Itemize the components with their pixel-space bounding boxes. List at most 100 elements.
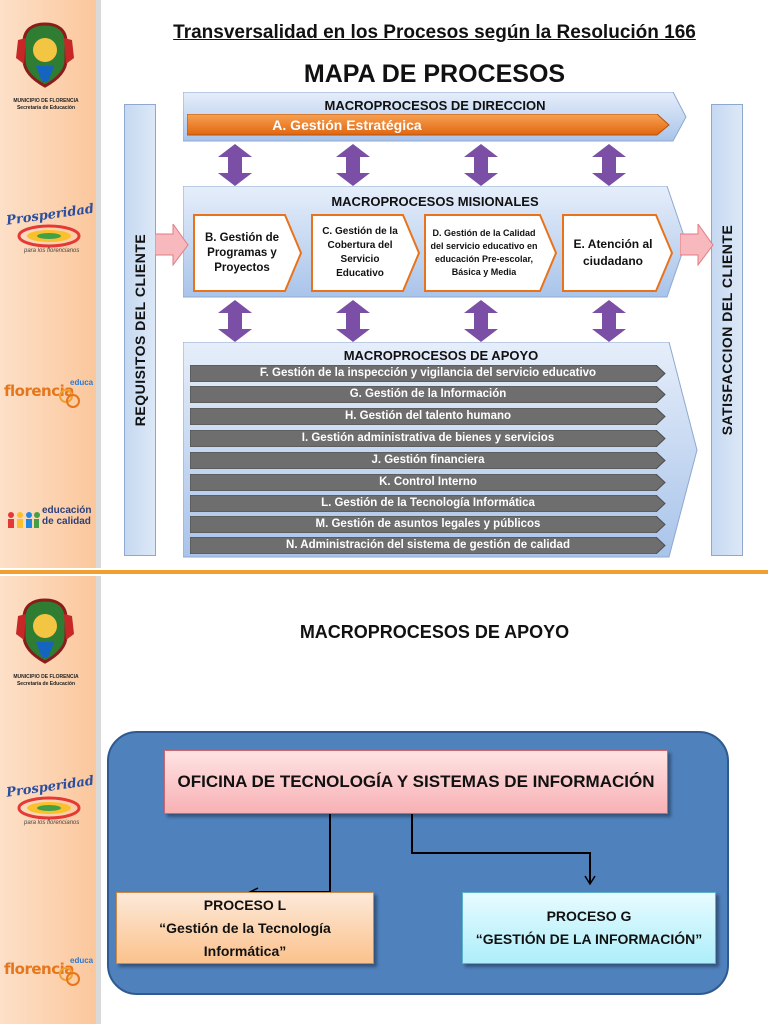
support-process-n-bar	[190, 537, 666, 554]
support-process-f: F. Gestión de la inspección y vigilancia…	[190, 365, 666, 382]
double-arrow-icon	[218, 300, 252, 342]
it-office-label: OFICINA DE TECNOLOGÍA Y SISTEMAS DE INFO…	[177, 772, 655, 791]
process-g-box: PROCESO G “GESTIÓN DE LA INFORMACIÓN”	[462, 892, 716, 964]
support-process-i-label: I. Gestión administrativa de bienes y se…	[301, 432, 555, 444]
educacion-figures-icon	[8, 512, 40, 528]
educacion-logo-line1: educación	[42, 505, 92, 516]
support-process-m: M. Gestión de asuntos legales y públicos	[190, 516, 666, 533]
support-detail-title: MACROPROCESOS DE APOYO	[299, 622, 570, 642]
double-arrow-icon	[464, 144, 498, 186]
crest-caption-secretaria: Secretaría de Educación	[16, 681, 76, 687]
crest-caption-secretaria: Secretaría de Educación	[16, 105, 76, 111]
process-g-name: PROCESO G	[546, 908, 632, 924]
support-process-m-label: M. Gestión de asuntos legales y públicos	[315, 518, 541, 530]
support-process-i-bar	[190, 430, 666, 447]
prosperidad-sub-text: para los florencianos	[24, 248, 80, 254]
florencia-circles-icon	[59, 967, 80, 986]
process-c: C. Gestión de la Cobertura del Servicio …	[311, 214, 421, 292]
double-arrow-icon	[592, 144, 626, 186]
educacion-de-calidad-logo: educación de calidad	[4, 504, 94, 540]
support-process-m-bar	[190, 516, 666, 533]
support-process-f-label: F. Gestión de la inspección y vigilancia…	[259, 367, 597, 379]
support-process-h-label: H. Gestión del talento humano	[344, 410, 512, 422]
prosperidad-sub-text: para los florencianos	[24, 820, 80, 826]
strategic-management-arrow	[187, 114, 670, 136]
sidebar-edge	[96, 0, 101, 568]
florencia-circles-icon	[59, 389, 80, 408]
florencia-educa-text: educa	[70, 956, 94, 965]
strategic-management-label: A. Gestión Estratégica	[272, 117, 422, 133]
process-map-heading: MAPA DE PROCESOS	[303, 60, 566, 88]
process-b-label: B. Gestión de Programas y Proyectos	[204, 231, 280, 274]
double-arrow-icon	[336, 300, 370, 342]
double-arrow-icon	[336, 144, 370, 186]
process-e: E. Atención al ciudadano	[562, 214, 674, 292]
slide-support-detail: MUNICIPIO DE FLORENCIA Secretaría de Edu…	[0, 576, 768, 1024]
missional-title: MACROPROCESOS MISIONALES	[331, 194, 539, 209]
support-process-g-label: G. Gestión de la Información	[349, 388, 507, 400]
prosperidad-swoosh-icon	[17, 796, 81, 820]
it-office-box: OFICINA DE TECNOLOGÍA Y SISTEMAS DE INFO…	[164, 750, 668, 814]
crest-caption-municipio: MUNICIPIO DE FLORENCIA	[13, 674, 79, 680]
florencia-logo-text: florencia	[4, 960, 74, 978]
sidebar-logos	[0, 0, 96, 568]
process-l-name: PROCESO L	[203, 896, 287, 913]
prosperidad-swoosh-icon	[17, 224, 81, 248]
client-satisfaction-label: SATISFACCION DEL CLIENTE	[719, 224, 735, 436]
process-d-shape	[424, 214, 558, 292]
prosperidad-logo: Prosperidad para los florencianos	[5, 202, 95, 264]
process-d: D. Gestión de la Calidad del servicio ed…	[424, 214, 558, 292]
process-g-description: “GESTIÓN DE LA INFORMACIÓN”	[475, 931, 703, 947]
support-process-l-bar	[190, 495, 666, 512]
educacion-logo-line2: de calidad	[42, 516, 91, 527]
slide-divider-line	[0, 570, 768, 574]
support-process-k: K. Control Interno	[190, 474, 666, 491]
support-process-n: N. Administración del sistema de gestión…	[190, 537, 666, 554]
client-satisfaction-bar: SATISFACCION DEL CLIENTE	[711, 104, 743, 556]
client-requirements-label: REQUISITOS DEL CLIENTE	[132, 233, 148, 427]
direction-macroprocess: MACROPROCESOS DE DIRECCION A. Gestión Es…	[183, 92, 687, 142]
process-c-shape	[311, 214, 421, 292]
prosperidad-logo: Prosperidad para los florencianos	[5, 774, 95, 836]
slide1-title: Transversalidad en los Procesos según la…	[173, 22, 696, 43]
sidebar-edge	[96, 576, 101, 1024]
process-b: B. Gestión de Programas y Proyectos	[193, 214, 303, 292]
process-l-box: PROCESO L “Gestión de la Tecnología Info…	[116, 892, 374, 964]
support-process-h: H. Gestión del talento humano	[190, 408, 666, 425]
support-process-n-label: N. Administración del sistema de gestión…	[286, 539, 570, 551]
double-arrow-icon	[592, 300, 626, 342]
municipality-crest-icon	[16, 598, 74, 664]
process-b-shape	[193, 214, 303, 292]
double-arrow-icon	[218, 144, 252, 186]
support-process-g: G. Gestión de la Información	[190, 386, 666, 403]
process-e-shape	[562, 214, 674, 292]
slide-process-map: MUNICIPIO DE FLORENCIA Secretaría de Edu…	[0, 0, 743, 568]
florencia-educa-logo: florencia educa	[4, 372, 94, 408]
support-process-k-bar	[190, 474, 666, 491]
support-process-j: J. Gestión financiera	[190, 452, 666, 469]
crest-caption-municipio: MUNICIPIO DE FLORENCIA	[13, 98, 79, 104]
double-arrow-icon	[464, 300, 498, 342]
support-process-f-bar	[190, 365, 666, 382]
support-process-k-label: K. Control Interno	[379, 476, 477, 488]
output-arrow-icon	[680, 224, 714, 266]
support-process-l-label: L. Gestión de la Tecnología Informática	[321, 497, 535, 509]
support-title: MACROPROCESOS DE APOYO	[343, 348, 539, 363]
process-e-label: E. Atención al ciudadano	[573, 237, 653, 268]
process-c-label: C. Gestión de la Cobertura del Servicio …	[322, 226, 398, 279]
support-process-j-label: J. Gestión financiera	[371, 454, 485, 466]
support-process-i: I. Gestión administrativa de bienes y se…	[190, 430, 666, 447]
direction-title: MACROPROCESOS DE DIRECCION	[324, 98, 546, 113]
process-l-description: “Gestión de la Tecnología Informática”	[159, 919, 331, 959]
florencia-logo-text: florencia	[4, 382, 74, 400]
support-process-h-bar	[190, 408, 666, 425]
client-requirements-bar: REQUISITOS DEL CLIENTE	[124, 104, 156, 556]
municipality-crest-icon	[16, 22, 74, 88]
florencia-educa-logo: florencia educa	[4, 950, 94, 986]
support-process-j-bar	[190, 452, 666, 469]
support-process-g-bar	[190, 386, 666, 403]
input-arrow-icon	[155, 224, 189, 266]
process-d-label: D. Gestión de la Calidad del servicio ed…	[430, 228, 538, 277]
florencia-educa-text: educa	[70, 378, 94, 387]
support-process-l: L. Gestión de la Tecnología Informática	[190, 495, 666, 512]
